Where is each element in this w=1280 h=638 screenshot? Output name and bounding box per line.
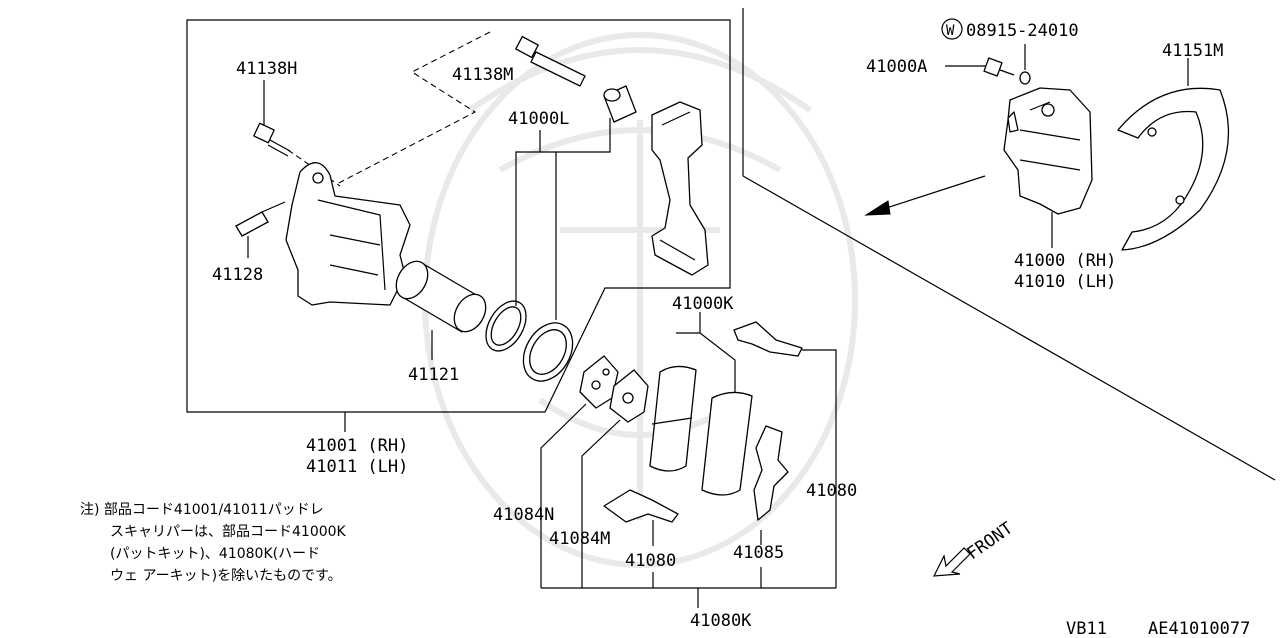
piston-41121 xyxy=(395,260,487,333)
brake-pad-outer xyxy=(701,391,753,496)
label-41010: 41010 (LH) xyxy=(1014,272,1116,292)
shim-41084N xyxy=(579,355,619,409)
shim-41084M xyxy=(609,369,649,423)
label-41138M: 41138M xyxy=(452,65,513,85)
bracket-41080K xyxy=(540,349,837,608)
label-front: FRONT xyxy=(963,518,1016,564)
torque-member xyxy=(651,101,709,276)
note-line-4: ウェ アーキット)を除いたものです。 xyxy=(110,568,342,584)
guide-pin-41138M xyxy=(515,35,586,87)
diagonal-boundary-line xyxy=(742,175,1276,481)
front-arrow-icon xyxy=(932,547,971,577)
pad-clip-lower xyxy=(603,489,679,523)
bracket-41000L xyxy=(515,118,611,320)
footer-model: VB11 xyxy=(1066,619,1107,638)
note-line-2: スキャリパーは、部品コード41000K xyxy=(110,524,347,540)
label-41000: 41000 (RH) xyxy=(1014,251,1116,271)
bleeder-41128 xyxy=(235,201,286,237)
label-08915-24010: 08915-24010 xyxy=(966,21,1079,41)
washer-symbol: W xyxy=(946,23,955,39)
label-41080K: 41080K xyxy=(690,611,752,631)
washer-symbol-circle xyxy=(941,18,963,40)
caliper-body xyxy=(285,162,411,306)
note-line-3: (パットキット)、41080K(ハード xyxy=(110,546,320,562)
label-41080-middle: 41080 xyxy=(625,551,676,571)
label-41000A: 41000A xyxy=(866,57,927,77)
washer-08915 xyxy=(1019,71,1031,85)
label-41084N: 41084N xyxy=(493,505,554,525)
label-41001: 41001 (RH) xyxy=(306,436,408,456)
label-41000K: 41000K xyxy=(672,294,734,314)
label-41011: 41011 (LH) xyxy=(306,457,408,477)
label-41121: 41121 xyxy=(408,365,459,385)
bolt-41000A xyxy=(983,57,1015,77)
dust-shield-41151M xyxy=(1117,87,1230,251)
watermark xyxy=(422,32,858,568)
label-41138H: 41138H xyxy=(236,59,297,79)
label-41151M: 41151M xyxy=(1162,41,1223,61)
label-41000L: 41000L xyxy=(508,109,569,129)
bolt-41138H xyxy=(253,122,291,157)
assembly-direction-arrow xyxy=(864,175,986,216)
label-41080-right: 41080 xyxy=(806,481,857,501)
piston-seal-inner xyxy=(490,306,522,346)
label-41084M: 41084M xyxy=(549,529,610,549)
footer-code: AE41010077 xyxy=(1148,619,1250,638)
label-41128: 41128 xyxy=(212,265,263,285)
pin-boot xyxy=(603,85,637,123)
bracket-41000K xyxy=(676,332,736,392)
note-line-1: 注) 部品コード41001/41011パッドレ xyxy=(80,502,324,518)
dust-boot-inner xyxy=(529,329,567,375)
caliper-kit-box xyxy=(186,19,731,413)
caliper-assembly-41000 xyxy=(1003,87,1093,215)
label-41085: 41085 xyxy=(733,543,784,563)
brake-pad-inner xyxy=(649,365,697,472)
pad-clip-upper xyxy=(733,321,803,357)
spring-41085 xyxy=(753,425,789,521)
